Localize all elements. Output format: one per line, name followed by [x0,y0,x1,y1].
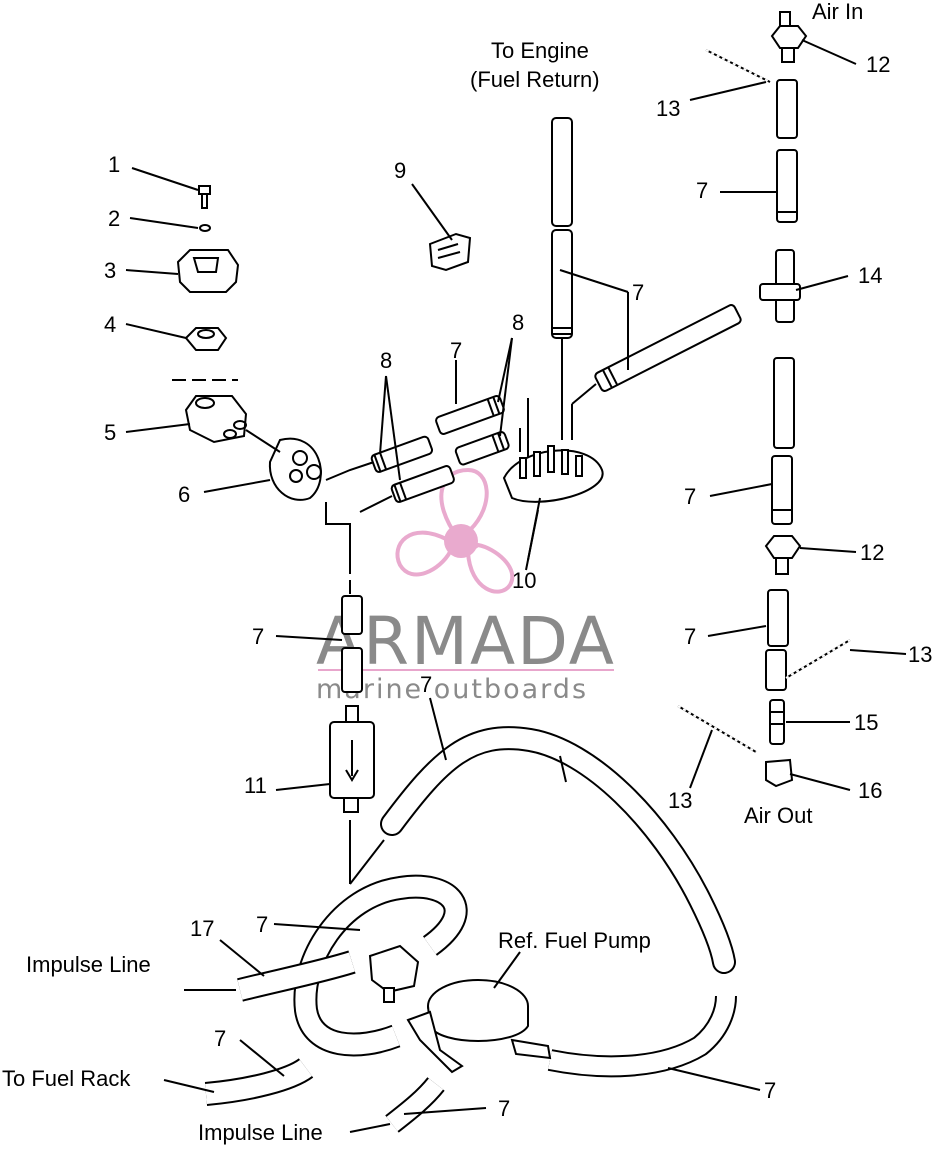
callout-12-top: 12 [866,52,890,77]
part-16-elbow [765,758,794,788]
callout-3: 3 [104,258,116,283]
part-6-filter-disc [268,437,322,501]
vertical-air-hose-mid [771,357,795,525]
callout-16: 16 [858,778,882,803]
callout-7-arc-hose: 7 [420,672,432,697]
long-fuel-hose-arc [380,726,736,974]
callout-5: 5 [104,420,116,445]
callout-6: 6 [178,482,190,507]
callout-8-left: 8 [380,348,392,373]
callout-13-left: 13 [668,788,692,813]
part-13-cable-tie-top [705,49,771,83]
fuel-return-hose [551,117,573,339]
hose-segment [390,465,455,503]
impulse-hose-bottom [385,1076,445,1133]
ref-fuel-pump-body [406,979,552,1074]
callout-7-filter-hose: 7 [252,624,264,649]
connection-line [325,461,375,481]
pump-outlet-hose [547,995,737,1078]
part-15-connector [769,699,785,745]
callout-15: 15 [854,710,878,735]
part-13-cable-tie-left [677,705,757,753]
callout-13-right: 13 [908,642,932,667]
part-11-fuel-filter [329,705,375,813]
label-impulse-line-left: Impulse Line [26,952,151,977]
callout-14: 14 [858,263,882,288]
part-4-nut [184,327,228,351]
hose-segment [370,435,434,473]
watermark-propeller-logo [395,467,515,594]
watermark-brand: ARMADA [316,603,616,680]
fuel-rack-hose [204,1057,314,1106]
callout-7-pump-outlet: 7 [764,1078,776,1103]
label-ref-fuel-pump: Ref. Fuel Pump [498,928,651,953]
part-9-clip [428,232,472,272]
callout-7-right-mid: 7 [684,484,696,509]
callout-7-return: 7 [632,280,644,305]
callout-12-bottom: 12 [860,540,884,565]
connection-line [325,502,351,560]
callout-8-right: 8 [512,310,524,335]
impulse-hose-17 [237,950,356,1002]
check-valve-fitting [368,944,420,1003]
vertical-air-hose-low [765,589,789,691]
callout-7-impulse-bottom: 7 [498,1096,510,1121]
callout-1: 1 [108,152,120,177]
part-12-fitting-bottom [764,535,802,575]
callout-2: 2 [108,206,120,231]
callout-11: 11 [244,773,267,798]
label-air-in: Air In [812,0,863,24]
callout-7-right-top: 7 [696,178,708,203]
vertical-fuel-hose [341,595,363,693]
label-impulse-line-bottom: Impulse Line [198,1120,323,1145]
callout-7-right-low: 7 [684,624,696,649]
label-air-out: Air Out [744,803,812,828]
part-1-screw [198,185,211,209]
vertical-air-hose [776,79,798,223]
part-5-valve [184,395,248,444]
diagonal-hose [594,304,742,392]
callout-9: 9 [394,158,406,183]
part-12-fitting-top [770,11,808,63]
part-2-washer [199,224,211,232]
callout-4: 4 [104,312,116,337]
label-to-fuel-rack: To Fuel Rack [2,1066,131,1091]
part-13-cable-tie-right [785,639,851,679]
connection-line [359,495,393,513]
callout-10: 10 [512,568,536,593]
callout-7-fuel-rack: 7 [214,1026,226,1051]
label-fuel-return: (Fuel Return) [470,67,600,92]
part-14-tee [759,249,801,323]
callout-13-top: 13 [656,96,680,121]
callout-7-center: 7 [450,338,462,363]
part-10-manifold [502,445,604,503]
hose-segment [454,431,510,466]
hose-segment [435,395,505,435]
label-to-engine: To Engine [491,38,589,63]
part-3-knob [176,249,240,293]
leader-lines [125,39,907,1133]
callout-7-loop: 7 [256,912,268,937]
callout-17: 17 [190,916,214,941]
